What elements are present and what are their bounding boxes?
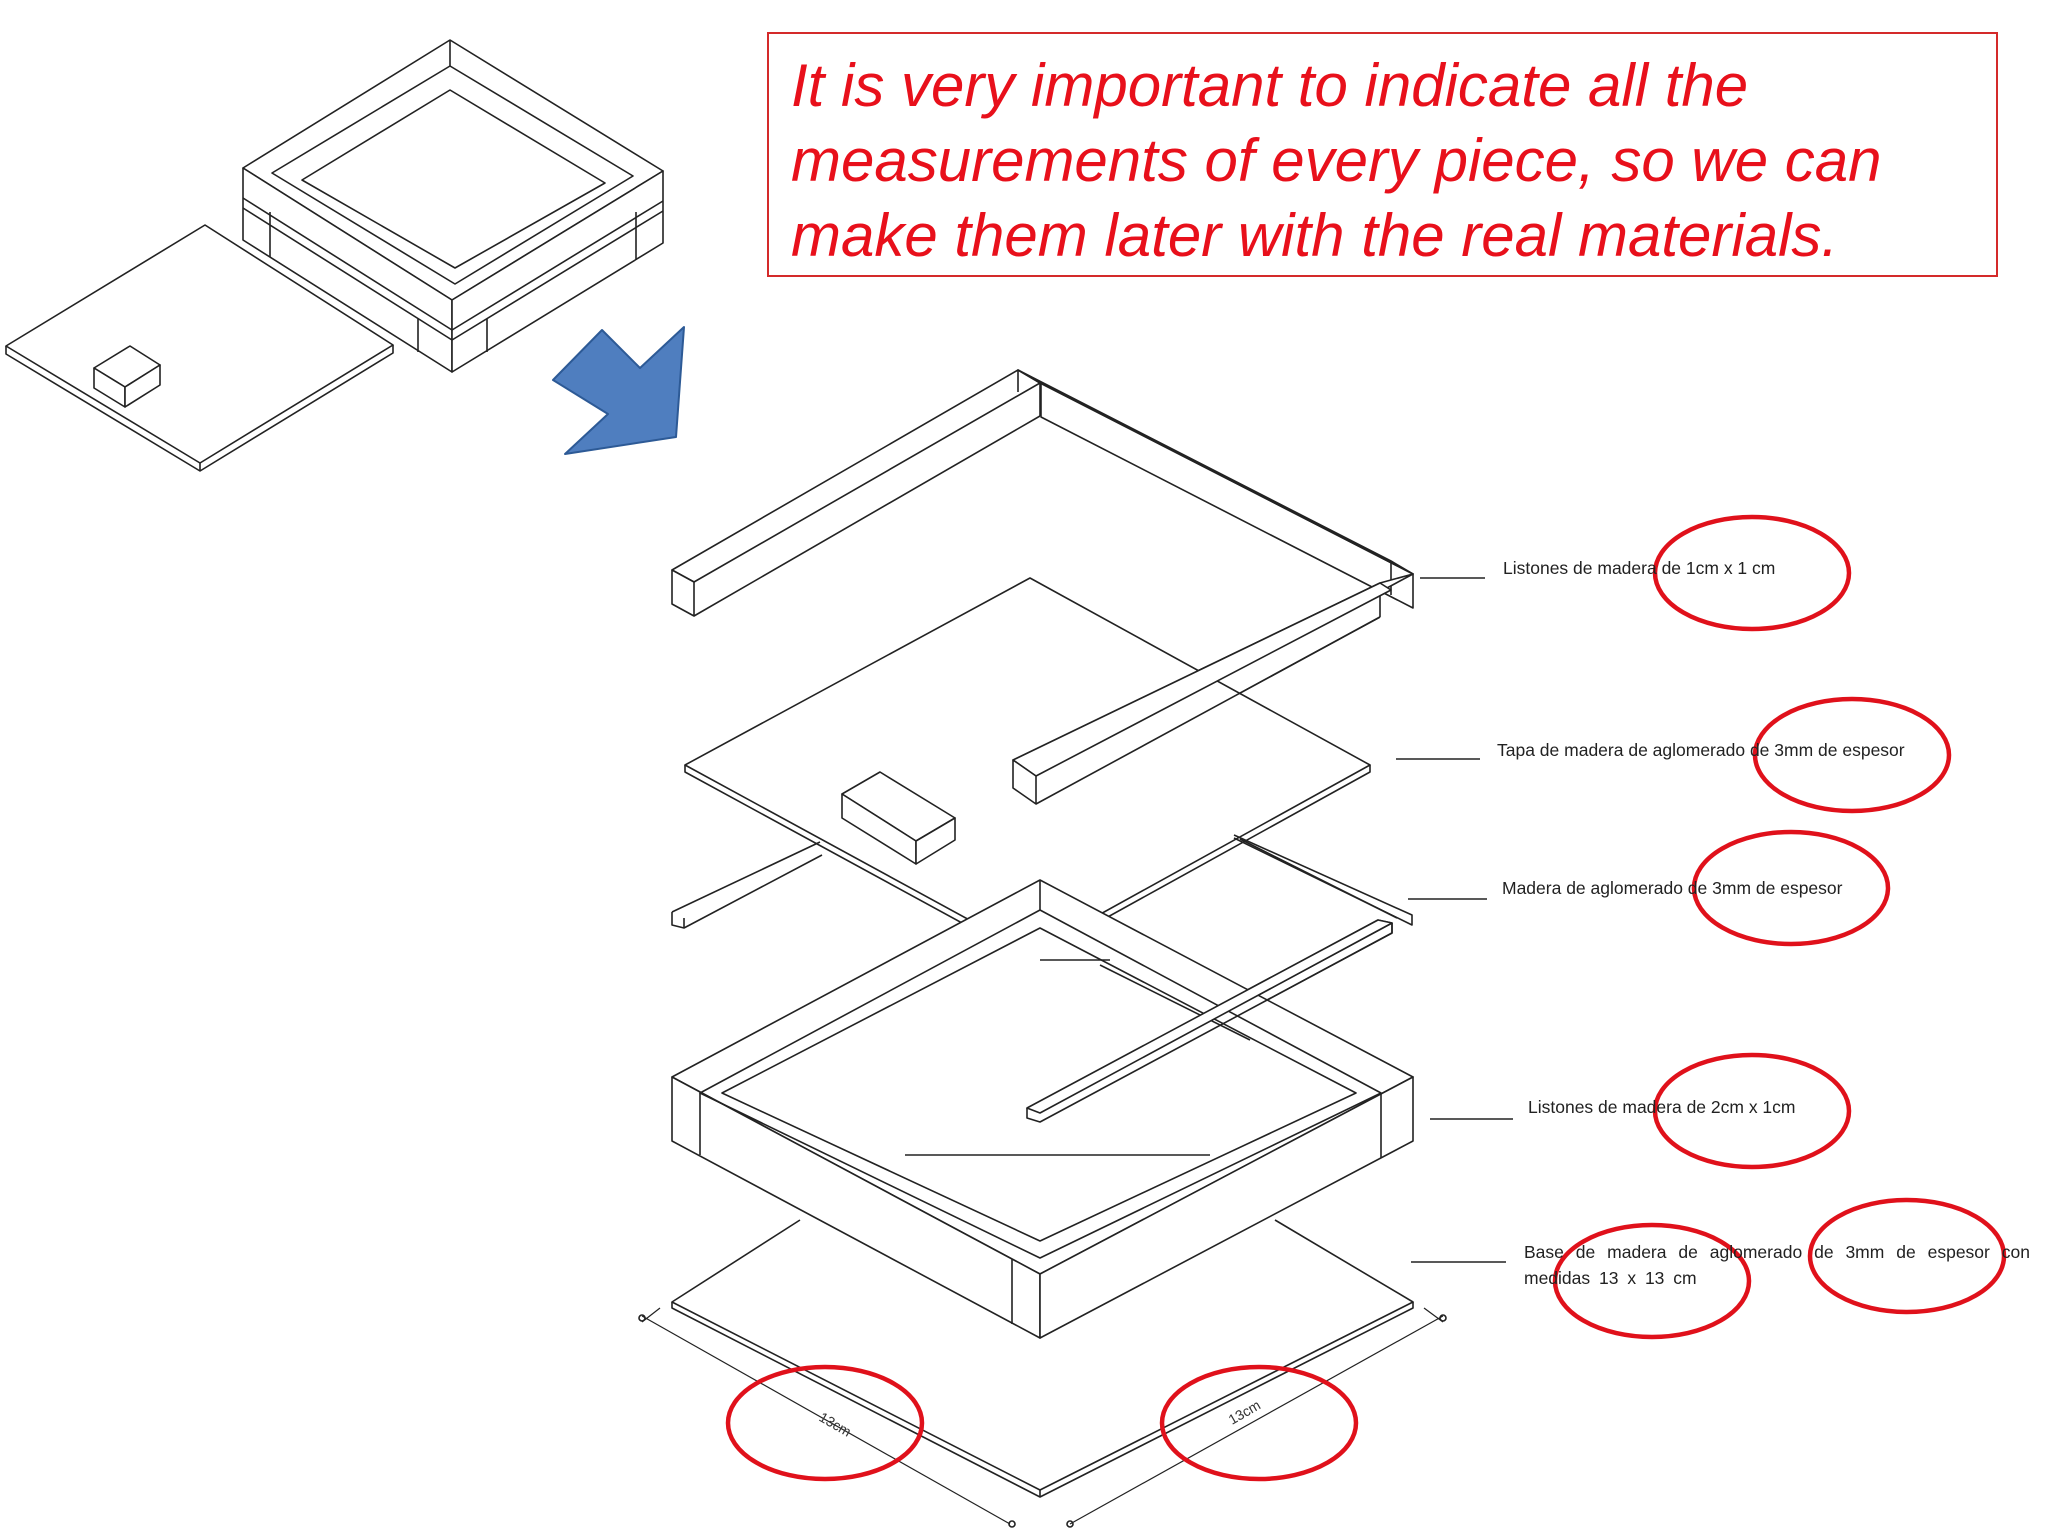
assembled-box (5, 39, 664, 472)
leader-lines (1396, 577, 1513, 1263)
label-top-slats: Listones de madera de 1cm x 1 cm (1503, 558, 1776, 578)
arrow-down-right-icon (552, 326, 685, 455)
highlight-circle (1807, 1197, 2007, 1315)
highlight-circle (1159, 1364, 1359, 1482)
base-plate (638, 1219, 1447, 1528)
label-bottom-slats: Listones de madera de 2cm x 1cm (1528, 1097, 1796, 1117)
label-base: Base de madera de aglomerado de 3mm de e… (1524, 1242, 2030, 1288)
highlight-circle (1652, 514, 1852, 632)
highlight-circle (725, 1364, 925, 1482)
lid-plate (684, 577, 1392, 961)
dimension-mark-left: 13cm (817, 1409, 855, 1440)
label-thin-board: Madera de aglomerado de 3mm de espesor (1502, 878, 1843, 898)
label-lid: Tapa de madera de aglomerado de 3mm de e… (1497, 740, 1905, 760)
highlight-circle (1652, 1052, 1852, 1170)
highlight-circle (1752, 696, 1952, 814)
highlight-circle (1691, 829, 1891, 947)
note-text: It is very important to indicate all the… (791, 52, 1882, 269)
bottom-frame-slats (671, 879, 1414, 1339)
highlight-circle (1552, 1222, 1752, 1340)
note-box: It is very important to indicate all the… (767, 32, 1998, 277)
dimension-mark-right: 13cm (1226, 1397, 1264, 1428)
